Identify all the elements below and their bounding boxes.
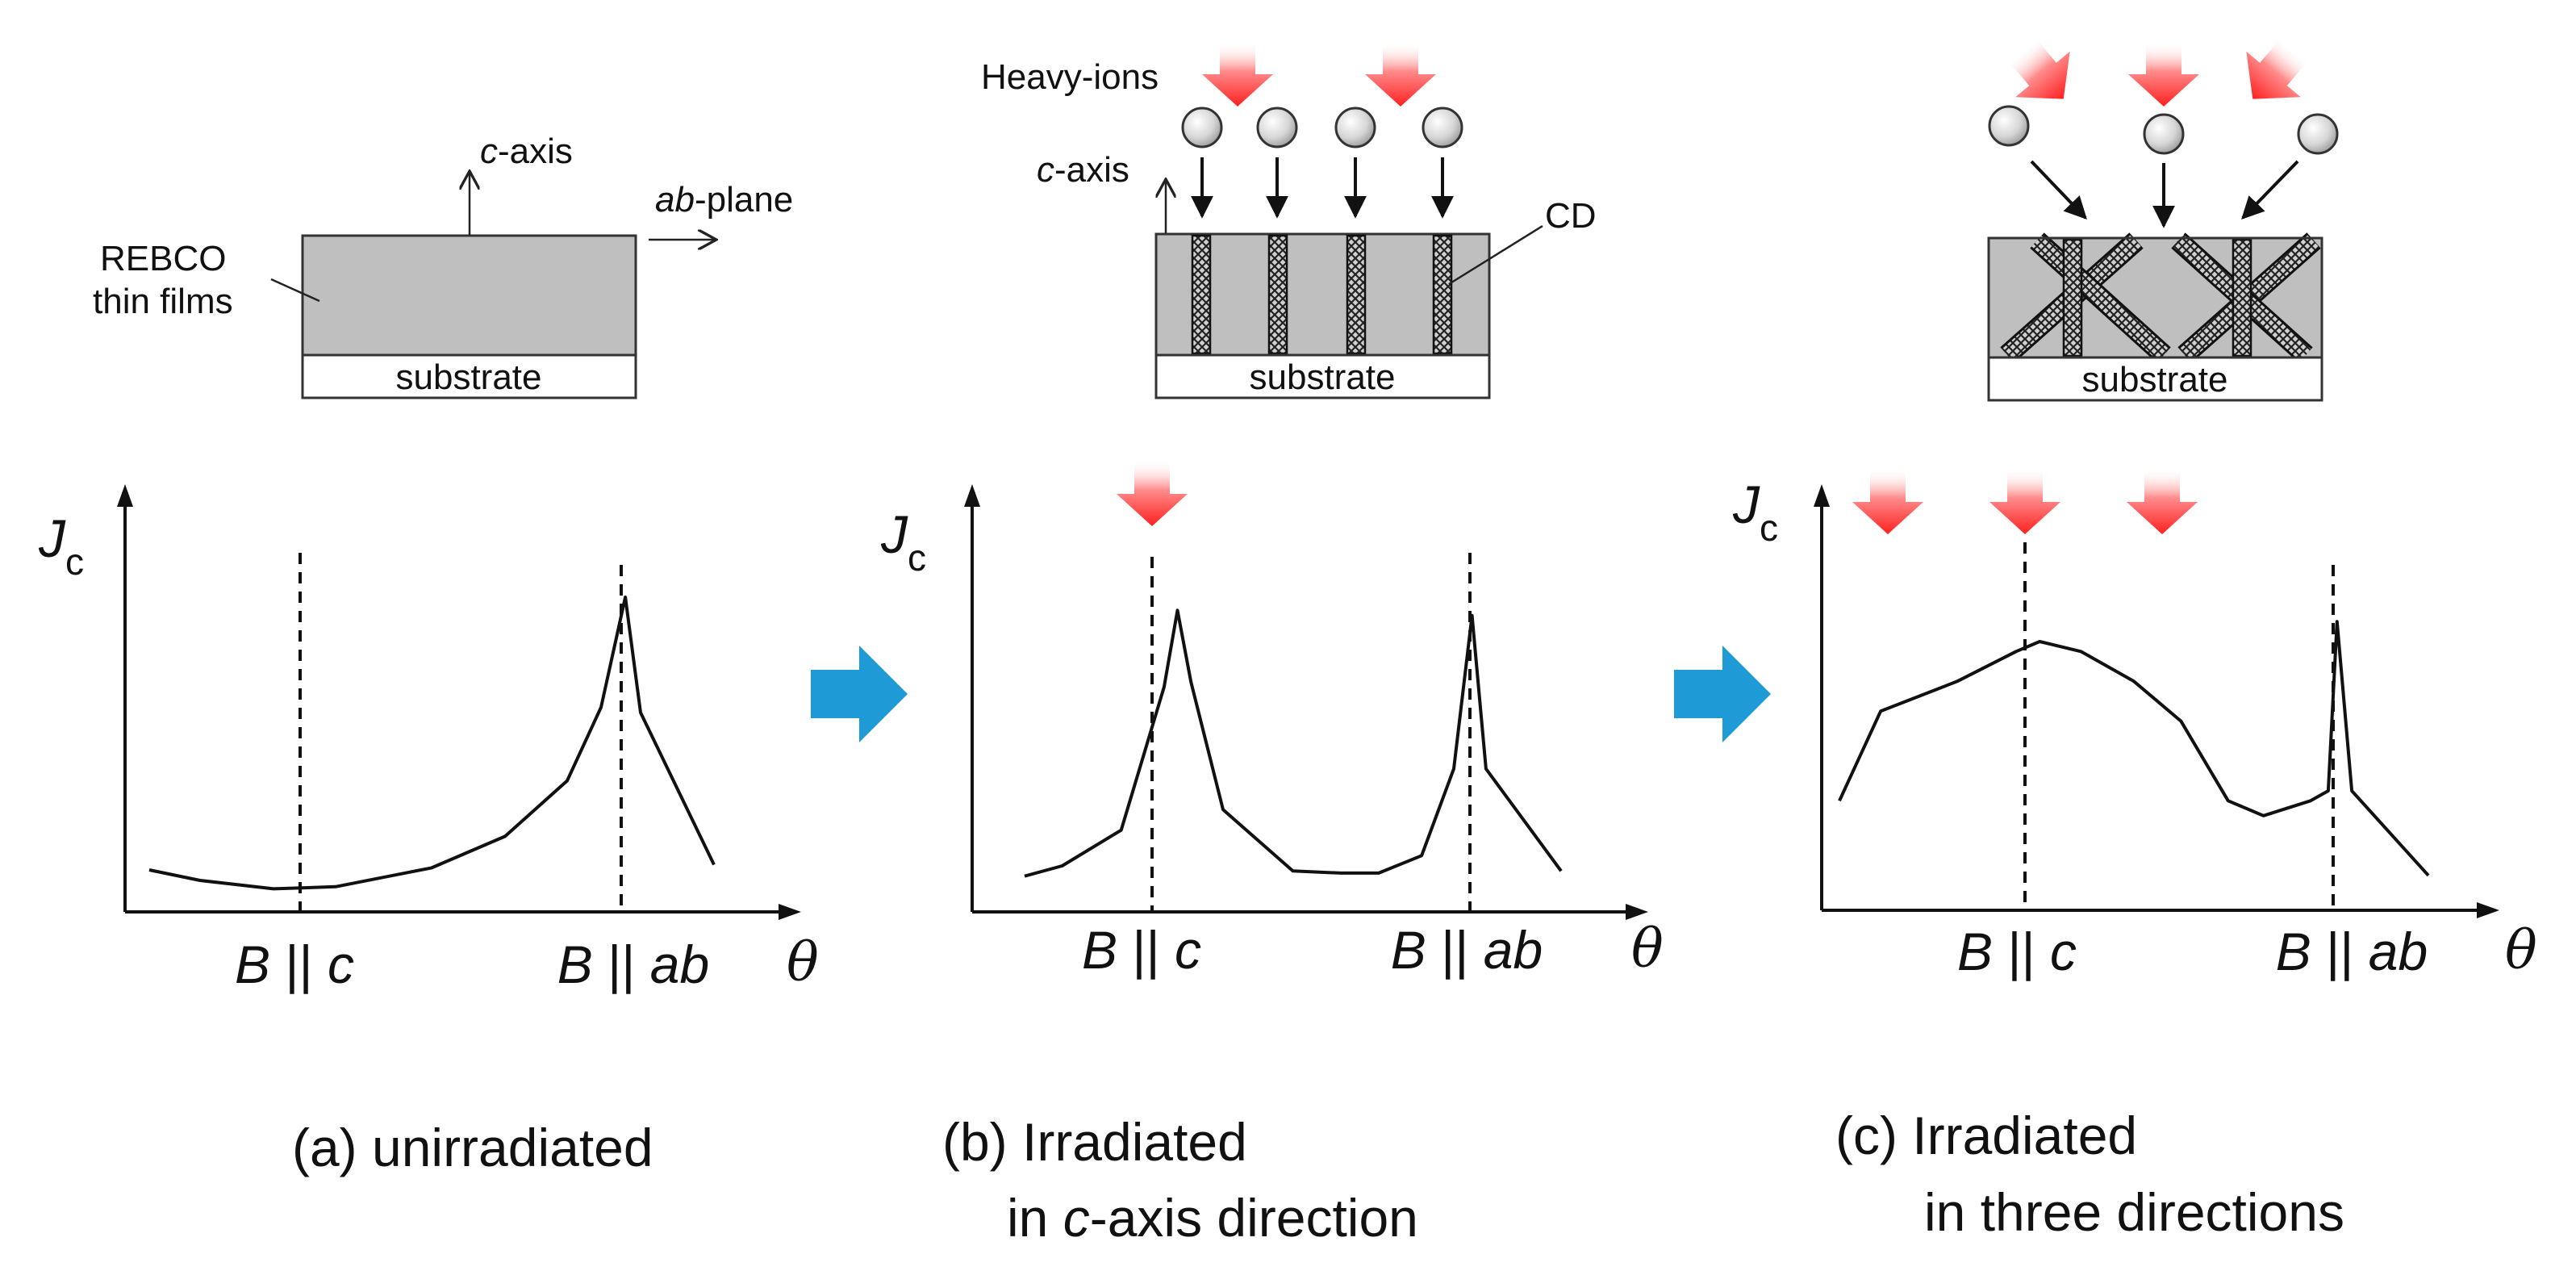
panel-a-schematic: substrate c-axis ab-plane REBCO thin fil… (93, 132, 793, 399)
y-label-a: Jc (38, 508, 84, 583)
c-axis-label-a: c-axis (480, 132, 573, 171)
substrate-label-c: substrate (2082, 360, 2228, 399)
panel-b-schematic: Heavy-ions c-axis substrate CD (981, 42, 1597, 399)
columnar-defect-b4 (1432, 234, 1453, 355)
ion-sphere-b1 (1181, 107, 1223, 148)
caption-c-line2: in three directions (1924, 1182, 2344, 1242)
graph-a: Jc B || c B || ab θ (38, 484, 819, 994)
heavy-ions-label: Heavy-ions (981, 57, 1159, 97)
substrate-layer-c (1987, 356, 2323, 402)
ab-plane-label-a: ab-plane (655, 180, 793, 219)
film-layer-a (301, 234, 637, 357)
c-axis-label-b: c-axis (1037, 150, 1129, 190)
ion-beam-arrow-c3 (2246, 38, 2308, 99)
jc-curve-c (1838, 620, 2430, 877)
tick-c-c: B || c (1957, 922, 2077, 981)
cd-label: CD (1545, 196, 1597, 236)
columnar-defect-b1 (1191, 234, 1212, 355)
ion-path-c1 (2030, 160, 2087, 220)
ion-beam-arrow-graph-c1 (1852, 468, 1923, 534)
x-label-c: θ (2505, 919, 2537, 981)
tick-c-b: B || c (1082, 920, 1201, 980)
tick-ab-a: B || ab (557, 934, 709, 994)
film-label-line1: REBCO (100, 239, 226, 278)
caption-c-line1: (c) Irradiated (1835, 1106, 2137, 1165)
x-label-b: θ (1631, 918, 1664, 980)
substrate-label-a: substrate (396, 357, 542, 397)
process-arrow-1 (811, 646, 908, 742)
panel-c-schematic: substrate (1987, 38, 2339, 402)
ion-beam-arrow-c1 (2008, 38, 2070, 99)
ion-sphere-b4 (1422, 107, 1463, 148)
y-label-c: Jc (1732, 475, 1778, 549)
graph-c: Jc B || c B || ab θ (1732, 468, 2537, 981)
tick-ab-b: B || ab (1391, 920, 1543, 980)
substrate-layer-a (301, 353, 637, 399)
crossed-defects-c (2000, 232, 2321, 363)
ion-beam-arrow-graph-c3 (2127, 468, 2198, 534)
jc-curve-b (1024, 608, 1563, 878)
ion-beam-arrow-b2 (1365, 42, 1436, 107)
jc-curve-a (148, 596, 716, 891)
tick-ab-c: B || ab (2276, 922, 2428, 981)
ion-sphere-c2 (2143, 113, 2185, 155)
film-label-line2: thin films (93, 282, 233, 321)
y-label-b: Jc (880, 504, 926, 579)
substrate-label-b: substrate (1250, 357, 1396, 397)
columnar-defect-b3 (1346, 234, 1367, 355)
caption-b-line1: (b) Irradiated (942, 1112, 1247, 1172)
caption-a: (a) unirradiated (292, 1118, 653, 1177)
ion-sphere-b3 (1334, 107, 1376, 148)
ion-sphere-b2 (1256, 107, 1298, 148)
cd-leader-line (1448, 224, 1543, 286)
film-leader-line (270, 278, 320, 303)
columnar-defect-b2 (1267, 234, 1288, 355)
ion-sphere-c1 (1988, 105, 2030, 147)
graph-b: Jc B || c B || ab θ (880, 460, 1664, 980)
ion-beam-arrow-b1 (1202, 42, 1273, 107)
x-label-a: θ (787, 931, 819, 993)
substrate-layer-b (1154, 353, 1491, 399)
ion-sphere-c3 (2297, 113, 2339, 155)
ion-beam-arrow-c2 (2128, 42, 2199, 107)
caption-b-line2: in c-axis direction (1007, 1188, 1418, 1248)
ion-beam-arrow-graph-c2 (1989, 468, 2060, 534)
process-arrow-2 (1674, 646, 1771, 742)
ion-path-c3 (2241, 160, 2299, 220)
tick-c-a: B || c (235, 934, 354, 994)
ion-beam-arrow-graph-b (1117, 460, 1188, 526)
